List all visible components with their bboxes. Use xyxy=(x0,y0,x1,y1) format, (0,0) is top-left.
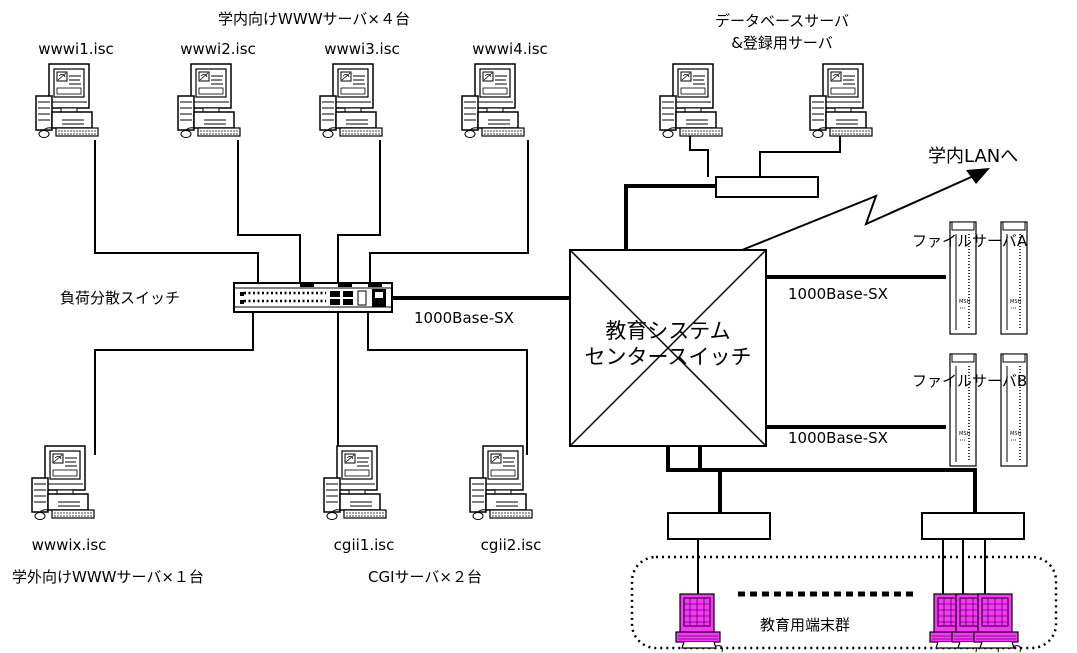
server-cgii1-icon xyxy=(324,446,386,520)
cgi-group-label: CGIサーバ×２台 xyxy=(368,568,482,586)
registration-server-label: &登録用サーバ xyxy=(731,34,833,52)
host-label-cgii1: cgii1.isc xyxy=(334,536,395,554)
server-wwwi1-icon xyxy=(36,64,98,138)
lb-server-links xyxy=(95,132,985,594)
host-label-cgii2: cgii2.isc xyxy=(481,536,542,554)
db-server-2-icon xyxy=(810,64,872,138)
host-label-wwwi3: wwwi3.isc xyxy=(324,40,400,58)
link-speed-file-a: 1000Base-SX xyxy=(788,285,888,303)
load-balancer-switch xyxy=(234,283,392,312)
host-label-wwwix: wwwix.isc xyxy=(32,536,107,554)
internal-www-group-label: 学内向けWWWサーバ×４台 xyxy=(218,10,410,28)
db-server-label: データベースサーバ xyxy=(715,12,849,30)
terminal-hub-1 xyxy=(668,513,770,539)
file-server-a-label: ファイルサーバA xyxy=(912,232,1027,250)
file-server-b-unit-2-icon xyxy=(1001,354,1027,466)
server-wwwi3-icon xyxy=(320,64,382,138)
lb-switch-label: 負荷分散スイッチ xyxy=(60,289,180,307)
db-server-1-icon xyxy=(660,64,722,138)
core-switch-label: 教育システム センタースイッチ xyxy=(570,318,766,371)
server-wwwi4-icon xyxy=(462,64,524,138)
terminal-group-label: 教育用端末群 xyxy=(760,616,850,634)
db-hub xyxy=(716,177,818,197)
file-server-b-unit-1-icon xyxy=(950,354,976,466)
server-cgii2-icon xyxy=(470,446,532,520)
terminal-4-icon xyxy=(974,594,1020,652)
terminal-1-icon xyxy=(676,594,722,652)
host-label-wwwi4: wwwi4.isc xyxy=(472,40,548,58)
file-server-b-label: ファイルサーバB xyxy=(912,372,1027,390)
link-speed-lb: 1000Base-SX xyxy=(414,309,514,327)
server-wwwix-icon xyxy=(32,446,94,520)
external-www-group-label: 学外向けWWWサーバ×１台 xyxy=(12,568,204,586)
host-label-wwwi1: wwwi1.isc xyxy=(38,40,114,58)
server-wwwi2-icon xyxy=(178,64,240,138)
uplink-arrow xyxy=(966,168,990,184)
core-switch-label-line1: 教育システム xyxy=(570,318,766,344)
uplink-label: 学内LANへ xyxy=(928,146,1018,168)
link-speed-file-b: 1000Base-SX xyxy=(788,429,888,447)
terminal-hub-2 xyxy=(922,513,1024,539)
host-label-wwwi2: wwwi2.isc xyxy=(180,40,256,58)
core-switch-label-line2: センタースイッチ xyxy=(570,344,766,370)
